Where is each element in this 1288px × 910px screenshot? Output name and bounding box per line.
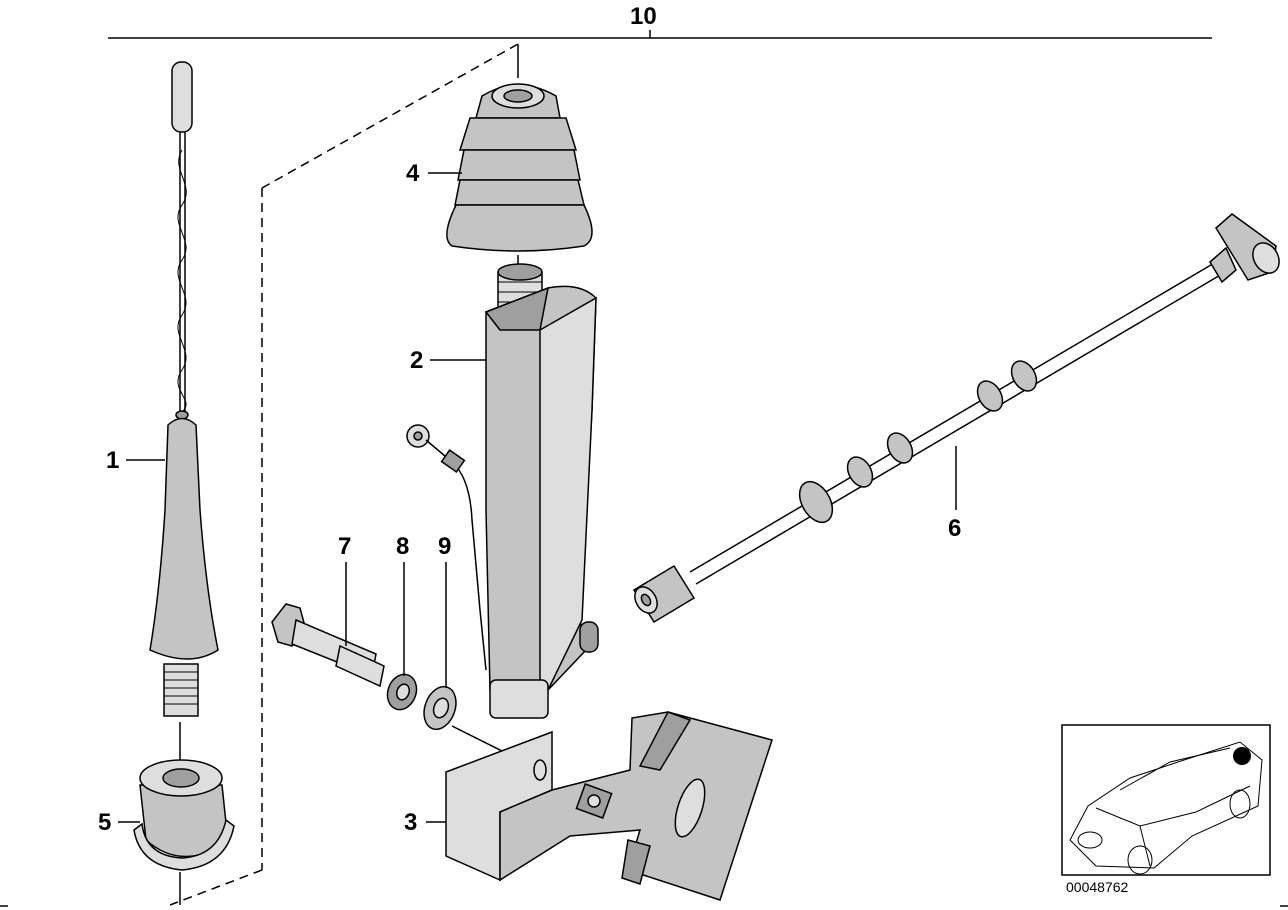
mounting-bracket: [445, 711, 773, 901]
antenna-rod: [149, 61, 219, 760]
bellows-boot: [446, 44, 593, 268]
callout-labels: 10 1 2 3 4 5 6 7 8 9: [98, 3, 961, 836]
vehicle-location-inset: [1061, 724, 1271, 876]
callout-1: 1: [106, 447, 119, 474]
lock-washer: [386, 673, 418, 711]
callout-10: 10: [630, 3, 657, 30]
antenna-base-grommet: [133, 759, 235, 905]
callout-4: 4: [406, 160, 420, 187]
dashed-separator: [169, 43, 519, 906]
image-code: 00048762: [1066, 879, 1129, 895]
antenna-cable: [632, 213, 1280, 624]
callout-7: 7: [338, 533, 351, 560]
antenna-location-marker: [1233, 747, 1251, 765]
callout-8: 8: [396, 533, 409, 560]
callout-9: 9: [438, 533, 451, 560]
assembly-bracket-line: [108, 30, 1212, 39]
leader-lines: [0, 172, 1288, 907]
callout-5: 5: [98, 809, 111, 836]
antenna-amplifier-housing: [406, 263, 599, 719]
callout-3: 3: [404, 809, 417, 836]
callout-2: 2: [410, 347, 423, 374]
callout-6: 6: [948, 515, 961, 542]
hex-bolt: [271, 603, 385, 688]
